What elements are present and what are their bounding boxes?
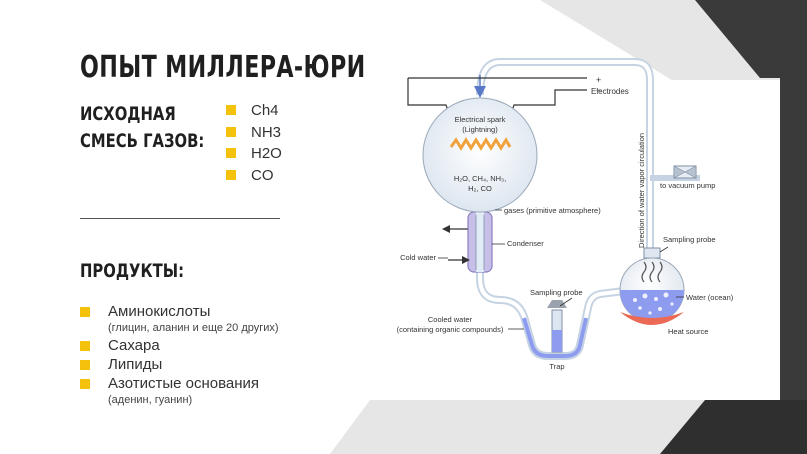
label-vacuum-pump: to vacuum pump bbox=[660, 181, 715, 190]
product-note: (аденин, гуанин) bbox=[108, 394, 193, 406]
product-item: Аминокислоты (глицин, аланин и еще 20 др… bbox=[80, 303, 279, 336]
label-heat-source: Heat source bbox=[668, 327, 708, 336]
gas-item-label: CO bbox=[251, 166, 274, 184]
product-name: Липиды bbox=[108, 356, 163, 373]
product-item: Азотистые основания (аденин, гуанин) bbox=[80, 375, 279, 408]
product-name: Сахара bbox=[108, 337, 160, 354]
electrode-minus: − bbox=[596, 85, 601, 95]
label-water-ocean: Water (ocean) bbox=[686, 293, 734, 302]
trap bbox=[547, 300, 567, 353]
vacuum-valve bbox=[673, 165, 697, 179]
bullet-icon bbox=[80, 307, 90, 317]
bullet-icon bbox=[226, 148, 236, 158]
label-trap: Trap bbox=[549, 362, 564, 371]
water-flask bbox=[619, 257, 685, 325]
electrode-plus: + bbox=[596, 75, 601, 85]
gas-item-label: NH3 bbox=[251, 123, 282, 141]
label-electrodes: Electrodes bbox=[591, 87, 629, 96]
gas-item-label: H2O bbox=[251, 145, 282, 162]
glass-tubing bbox=[474, 58, 700, 360]
bullet-icon bbox=[226, 126, 236, 137]
page-title: ОПЫТ МИЛЛЕРА-ЮРИ bbox=[80, 50, 366, 85]
miller-urey-apparatus-diagram: + − Electrodes Electrical spark (Lightni… bbox=[397, 58, 734, 371]
products-list: Аминокислоты (глицин, аланин и еще 20 др… bbox=[80, 303, 279, 409]
section-divider bbox=[80, 218, 280, 219]
label-gases: gases (primitive atmosphere) bbox=[504, 206, 601, 215]
lightning-spark-icon bbox=[449, 137, 512, 151]
dark-gray-bottom-shape bbox=[660, 400, 807, 454]
mixture-heading: ИСХОДНАЯ СМЕСЬ ГАЗОВ: bbox=[80, 101, 204, 155]
bullet-icon bbox=[226, 169, 236, 180]
label-sampling-probe-bottom: Sampling probe bbox=[530, 288, 583, 297]
sampling-probe-flask bbox=[643, 246, 669, 259]
bullet-icon bbox=[80, 360, 90, 370]
label-cooled-water-line-2: (containing organic compounds) bbox=[397, 325, 504, 334]
bullet-icon bbox=[226, 105, 236, 115]
cooled-water-fill bbox=[522, 317, 588, 358]
label-spark-line-1: Electrical spark bbox=[455, 115, 506, 124]
vapor-icon bbox=[641, 261, 663, 283]
product-name: Азотистые основания bbox=[108, 375, 260, 392]
mixture-heading-line-2: СМЕСЬ ГАЗОВ: bbox=[80, 130, 205, 152]
mixture-heading-line-1: ИСХОДНАЯ bbox=[80, 103, 176, 125]
label-gas-line-1: H₂O, CH₄, NH₃, bbox=[454, 174, 506, 183]
label-condenser: Condenser bbox=[507, 239, 544, 248]
label-gas-line-2: H₂, CO bbox=[468, 184, 492, 193]
products-heading: ПРОДУКТЫ: bbox=[80, 260, 184, 282]
product-item: Липиды bbox=[80, 356, 279, 374]
product-note: (глицин, аланин и еще 20 других) bbox=[108, 322, 279, 334]
gas-item-label: Ch4 bbox=[251, 102, 279, 119]
label-cooled-water-line-1: Cooled water bbox=[428, 315, 473, 324]
product-item: Сахара bbox=[80, 337, 279, 355]
gas-item: H2O bbox=[226, 143, 282, 165]
bullet-icon bbox=[80, 341, 90, 351]
gas-item: Ch4 bbox=[226, 100, 282, 122]
label-spark-line-2: (Lightning) bbox=[462, 125, 498, 134]
bullet-icon bbox=[80, 379, 90, 389]
condenser bbox=[442, 211, 493, 273]
product-name: Аминокислоты bbox=[108, 303, 211, 320]
label-direction: Direction of water vapor circulation bbox=[637, 133, 646, 248]
gas-item: NH3 bbox=[226, 122, 282, 144]
gas-item: CO bbox=[226, 165, 282, 187]
gas-flask bbox=[422, 97, 538, 213]
heat-source bbox=[620, 312, 684, 325]
gas-mixture-list: Ch4 NH3 H2O CO bbox=[226, 100, 282, 186]
label-cold-water: Cold water bbox=[400, 253, 436, 262]
label-sampling-probe-top: Sampling probe bbox=[663, 235, 716, 244]
